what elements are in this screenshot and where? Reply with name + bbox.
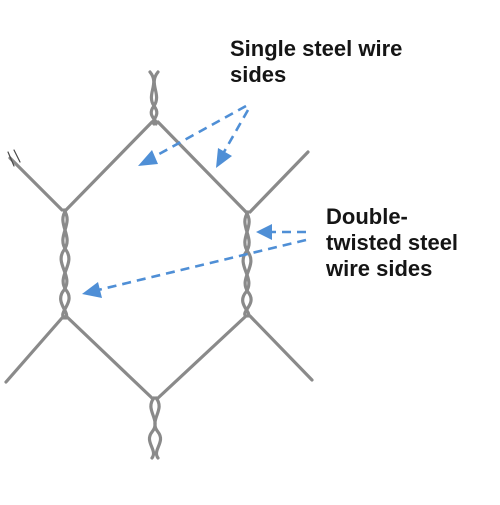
single-wire-outer-left-top [8, 156, 64, 212]
single-wire-outer-right-top [248, 150, 310, 214]
double-twisted-sides [59, 70, 253, 460]
arrow-single-right-line [222, 109, 250, 153]
double-twisted-label: Double- twisted steel wire sides [326, 204, 458, 282]
single-wire-top-left [64, 120, 154, 212]
single-wire-label: Single steel wire sides [230, 36, 402, 88]
single-wire-bottom-right [156, 314, 248, 400]
single-wire-top-right [156, 120, 248, 214]
single-wire-outer-left-bottom [4, 316, 64, 384]
twisted-bottom-strand-b [153, 396, 163, 460]
single-wire-label-line-1: Single steel wire [230, 36, 403, 61]
single-wire-bottom-left [64, 314, 154, 400]
single-wire-outer-right-bottom [248, 314, 314, 382]
arrow-double-left-line [97, 238, 307, 292]
arrow-double-right-head [256, 224, 272, 240]
single-wire-sides [4, 120, 314, 400]
twisted-top-strand-b [149, 70, 160, 126]
arrow-double-left-head [82, 282, 102, 298]
twisted-left-strand-b [59, 208, 69, 320]
double-twisted-label-line-1: Double- [326, 204, 408, 229]
single-wire-label-line-2: sides [230, 62, 287, 87]
double-twisted-label-line-2: twisted steel [326, 230, 459, 255]
arrow-single-left-line [151, 104, 247, 160]
annotation-arrows [82, 104, 307, 298]
double-twisted-label-line-3: wire sides [326, 256, 433, 281]
twisted-bottom-strand-a [147, 396, 157, 460]
arrow-single-right-head [216, 148, 232, 168]
cut-wire-end [7, 149, 21, 167]
arrow-single-left-head [138, 150, 158, 166]
twisted-right-strand-b [241, 210, 251, 318]
